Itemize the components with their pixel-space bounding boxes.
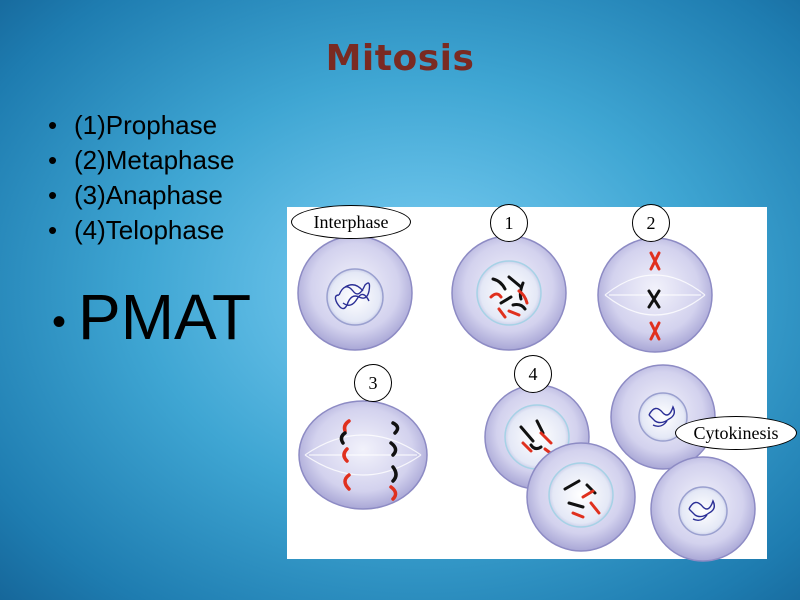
phase-label: (2)Metaphase [74,145,235,175]
mnemonic: •PMAT [52,280,251,354]
bullet-icon: • [52,299,67,344]
bullet-icon: • [48,180,58,210]
mnemonic-text: PMAT [78,281,252,353]
interphase-cell [297,235,413,351]
phase-label: (4)Telophase [74,215,225,245]
phase-item: • (1)Prophase [48,108,234,143]
label-stage-1: 1 [490,204,528,242]
label-cytokinesis: Cytokinesis [675,416,797,450]
prophase-cell [451,235,567,351]
telophase-cells [484,384,636,552]
phase-list: •(1)Prophase •(2)Metaphase •(3)Anaphase … [48,108,234,248]
phase-label: (3)Anaphase [74,180,223,210]
cytokinesis-cells [610,364,756,562]
label-interphase: Interphase [291,205,411,239]
mitosis-diagram [297,235,756,562]
phase-item: • (3)Anaphase [48,178,234,213]
label-stage-3: 3 [354,364,392,402]
anaphase-cell [298,400,428,510]
phase-item: • (2)Metaphase [48,143,234,178]
slide-title: Mitosis [325,38,475,79]
phase-label: (1)Prophase [74,110,218,140]
phase-item: • (4)Telophase [48,213,234,248]
metaphase-cell [597,237,713,353]
label-stage-2: 2 [632,204,670,242]
bullet-icon: • [48,145,58,175]
bullet-icon: • [48,110,58,140]
bullet-icon: • [48,215,58,245]
label-stage-4: 4 [514,355,552,393]
